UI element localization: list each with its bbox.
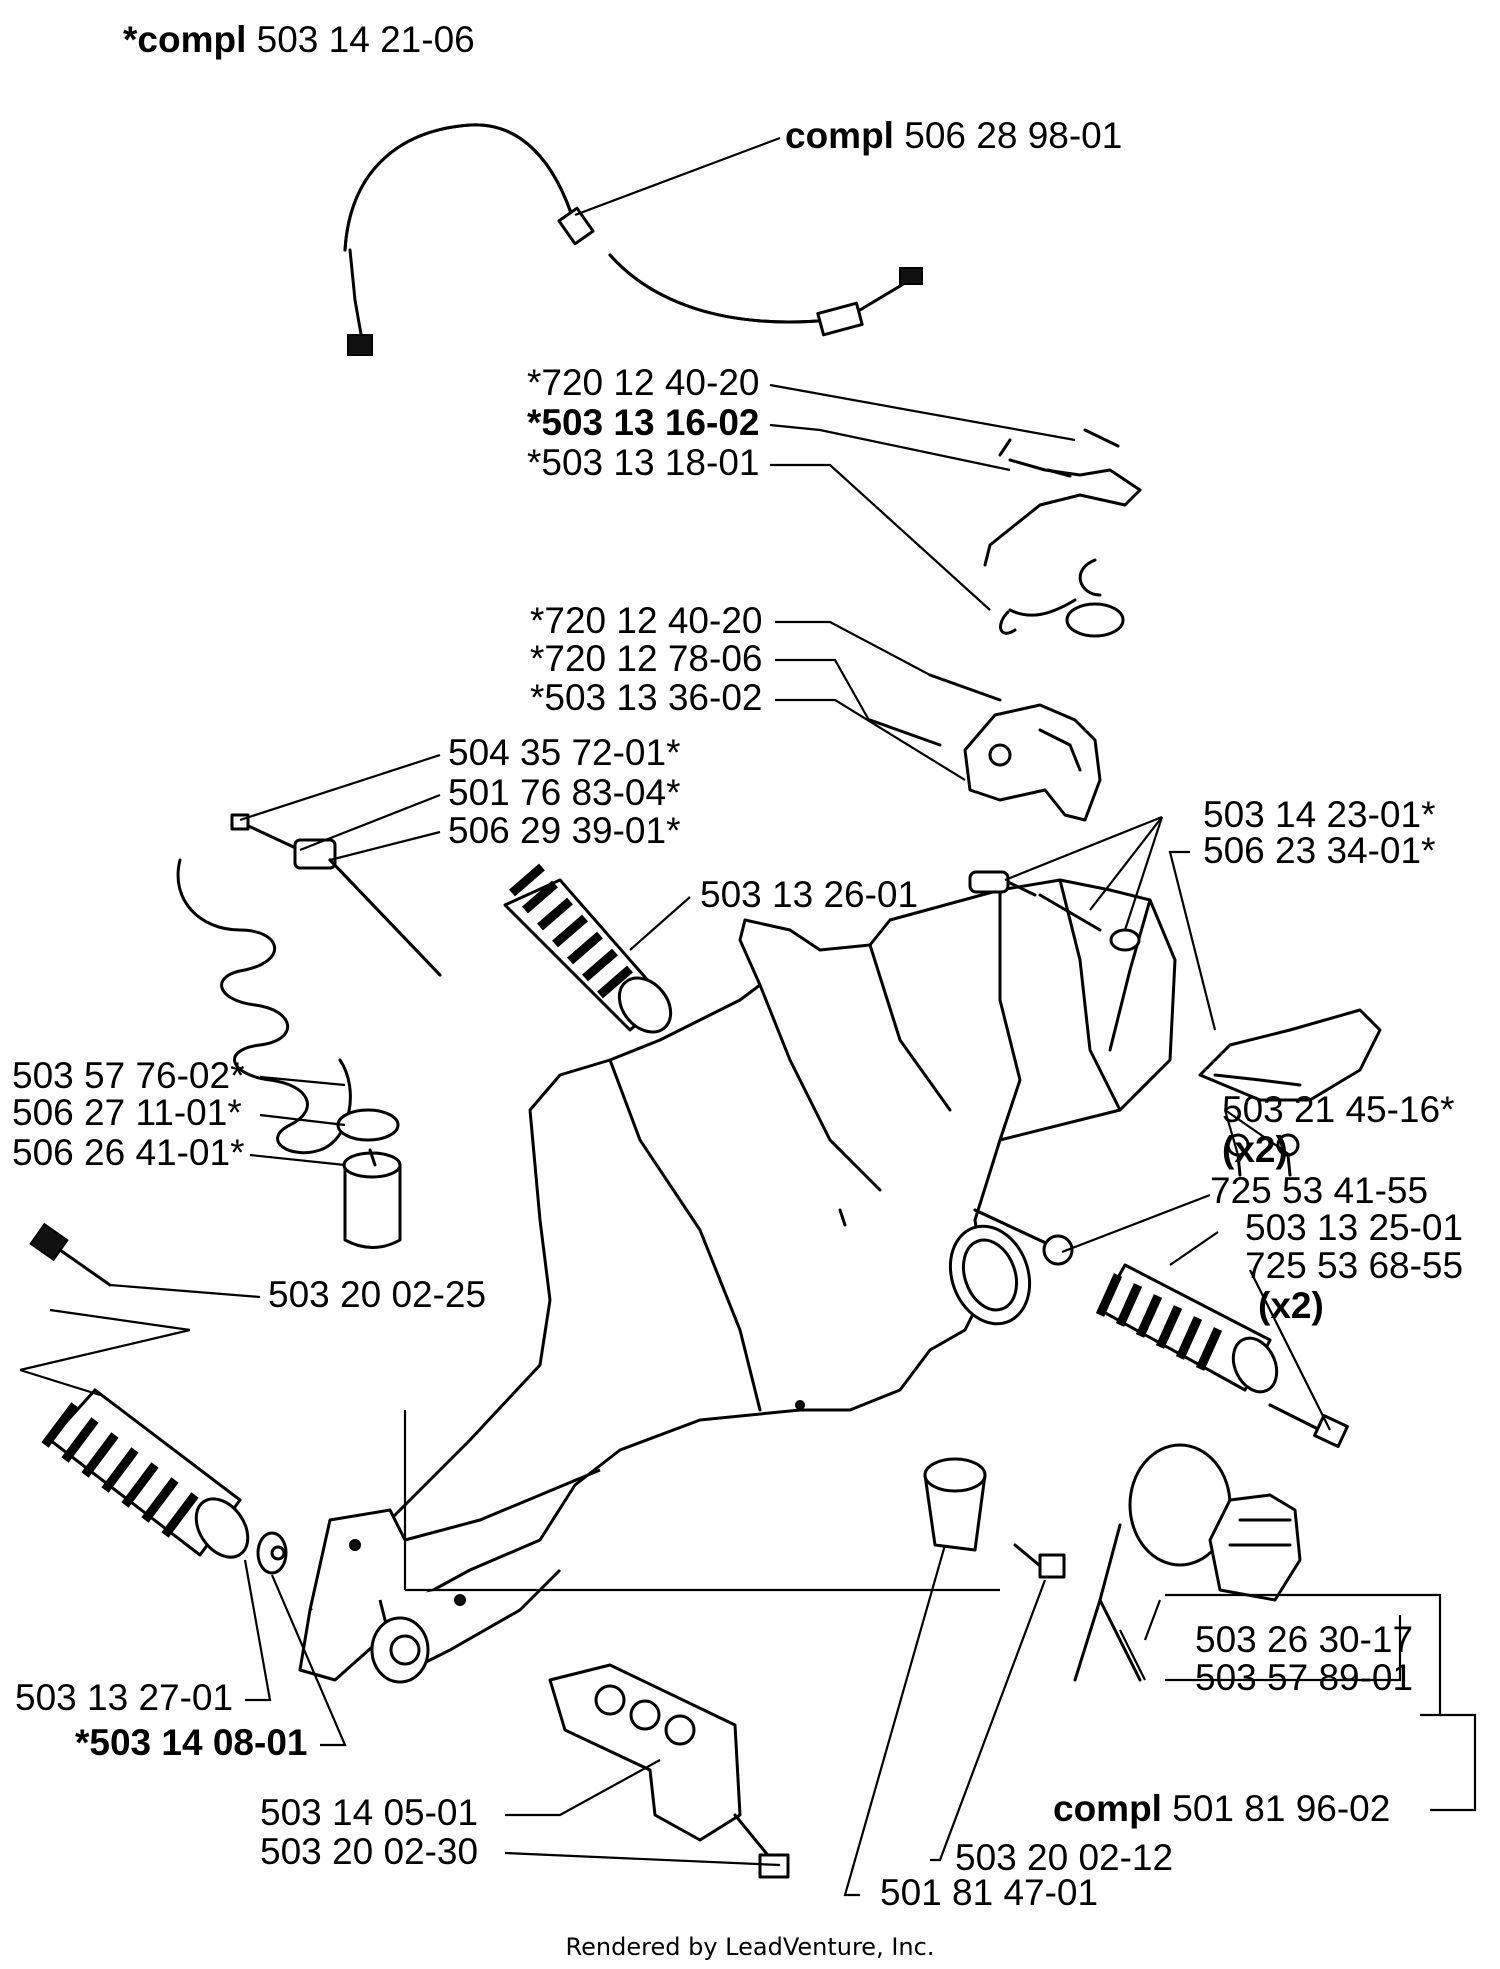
label-503-57-76-02: 503 57 76-02* [12,1055,244,1096]
label-725-53-68-55: 725 53 68-55 [1245,1245,1463,1286]
leader-lines [19,136,1477,1897]
label-506-26-41-01: 506 26 41-01* [12,1132,244,1173]
label-503-13-27-01: 503 13 27-01 [15,1677,233,1718]
label-501-76-83-04: 501 76 83-04* [448,772,680,813]
anti-vibe-buffer-top-drawing [503,863,673,1034]
handle-housing-drawing [298,878,1177,1684]
label-x2-b: (x2) [1258,1285,1324,1326]
label-fuel-cap-kit: compl 501 81 96-02 [1053,1788,1390,1829]
label-504-35-72-01: 504 35 72-01* [448,732,680,773]
label-503-14-23-01: 503 14 23-01* [1203,794,1435,835]
label-503-20-02-12: 503 20 02-12 [955,1837,1173,1878]
label-503-13-26-01: 503 13 26-01 [700,874,918,915]
label-503-13-16-02: *503 13 16-02 [527,402,759,443]
throttle-cable-drawing [343,123,923,356]
label-top-kit: *compl 503 14 21-06 [123,19,475,60]
label-503-57-89-01: 503 57 89-01 [1195,1657,1413,1698]
anti-vibe-buffer-left-drawing [41,1388,288,1575]
label-503-20-02-25: 503 20 02-25 [268,1274,486,1315]
bracket-drawing [548,1663,790,1879]
screw-right-drawing [1268,1403,1349,1448]
trigger-lock-drawing [983,428,1142,638]
label-506-23-34-01: 506 23 34-01* [1203,830,1435,871]
hand-guard-plate-drawing [1198,1008,1382,1177]
anti-vibe-buffer-right-drawing [1095,1263,1279,1394]
label-503-13-18-01: *503 13 18-01 [527,442,759,483]
label-cable: compl 506 28 98-01 [785,115,1122,156]
label-503-14-08-01: *503 14 08-01 [75,1722,307,1763]
label-506-29-39-01: 506 29 39-01* [448,810,680,851]
pivot-pins-drawing [230,813,442,977]
label-503-14-05-01: 503 14 05-01 [260,1792,478,1833]
pin-spring-drawing [968,870,1141,952]
throttle-trigger-drawing [868,673,1102,822]
fuel-filter-drawing [176,858,402,1249]
label-503-21-45-16: 503 21 45-16* [1222,1089,1454,1130]
rubber-mount-drawing [923,1457,1066,1579]
fuel-cap-drawing [1073,1443,1302,1682]
label-503-26-30-17: 503 26 30-17 [1195,1619,1413,1660]
label-503-13-36-02: *503 13 36-02 [530,677,762,718]
long-bolt-drawing [973,1208,1074,1266]
label-503-13-25-01: 503 13 25-01 [1245,1207,1463,1248]
footer-credit: Rendered by LeadVenture, Inc. [566,1933,935,1961]
part-labels: *compl 503 14 21-06 compl 506 28 98-01 *… [12,19,1463,1913]
left-pin-drawing [29,1222,112,1287]
label-725-53-41-55: 725 53 41-55 [1210,1170,1428,1211]
label-720-12-78-06: *720 12 78-06 [530,638,762,679]
label-501-81-47-01: 501 81 47-01 [880,1872,1098,1913]
label-506-27-11-01: 506 27 11-01* [12,1092,242,1133]
label-720-12-40-20-b: *720 12 40-20 [530,600,762,641]
label-x2-a: (x2) [1222,1129,1288,1170]
label-503-20-02-30: 503 20 02-30 [260,1831,478,1872]
label-720-12-40-20-a: *720 12 40-20 [527,362,759,403]
